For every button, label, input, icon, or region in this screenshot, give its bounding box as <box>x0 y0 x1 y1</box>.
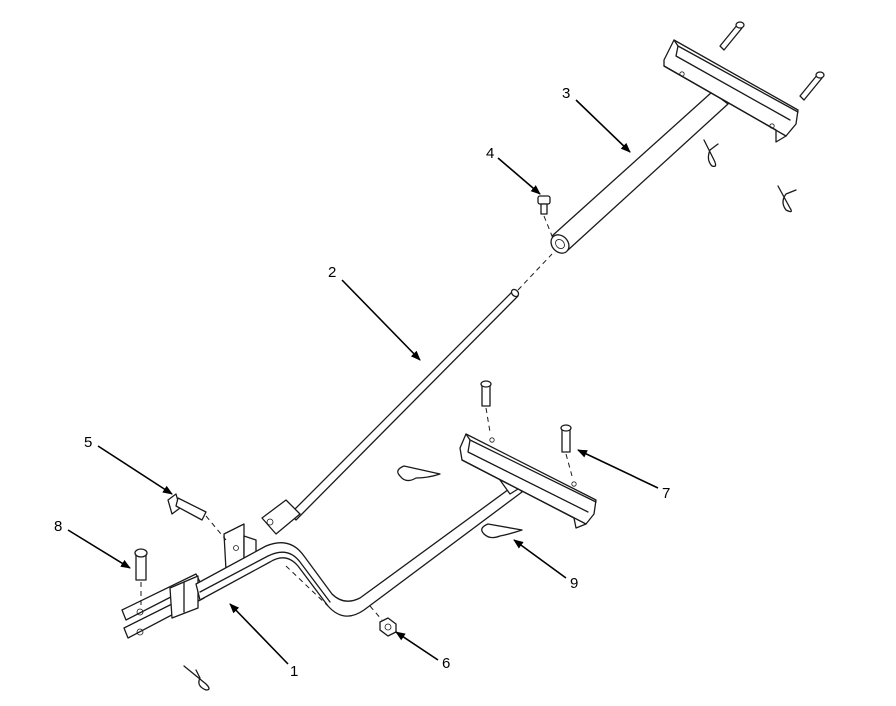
hairpin-clip-bottom <box>183 665 210 691</box>
leader-7 <box>577 449 659 489</box>
hairpin-clip-right <box>481 523 523 539</box>
lock-nut <box>379 617 397 637</box>
callout-5: 5 <box>84 434 92 451</box>
leader-1 <box>229 603 289 665</box>
lower-pin-right <box>560 424 572 453</box>
leader-8 <box>67 529 131 569</box>
leader-2 <box>341 279 421 361</box>
upper-hairpin-clip-a <box>703 139 719 168</box>
pivot-bolt <box>167 493 207 521</box>
leader-3 <box>575 99 631 153</box>
callout-labels: 3 4 2 5 8 1 6 7 9 <box>54 85 670 680</box>
callout-1: 1 <box>290 663 298 680</box>
callout-7: 7 <box>662 485 670 502</box>
lower-pin-left <box>480 380 492 407</box>
upper-hitch-tube <box>550 39 799 254</box>
callout-2: 2 <box>328 264 336 281</box>
leader-9 <box>513 539 567 579</box>
leader-4 <box>497 157 541 195</box>
upper-hairpin-clip-b <box>777 185 797 213</box>
callout-arrows <box>67 99 659 665</box>
frame-pin <box>134 548 148 581</box>
callout-4: 4 <box>486 145 494 162</box>
leader-5 <box>97 445 173 495</box>
callout-9: 9 <box>570 575 578 592</box>
main-frame <box>121 469 527 639</box>
lower-channel-bracket <box>459 433 597 529</box>
set-bolt <box>537 195 551 215</box>
connecting-rod <box>261 288 520 535</box>
callout-6: 6 <box>442 655 450 672</box>
upper-pin-right <box>799 71 825 101</box>
callout-3: 3 <box>562 85 570 102</box>
callout-8: 8 <box>54 518 62 535</box>
hairpin-clip-center <box>397 465 441 482</box>
upper-pin-left <box>719 21 745 51</box>
leader-6 <box>395 631 439 661</box>
